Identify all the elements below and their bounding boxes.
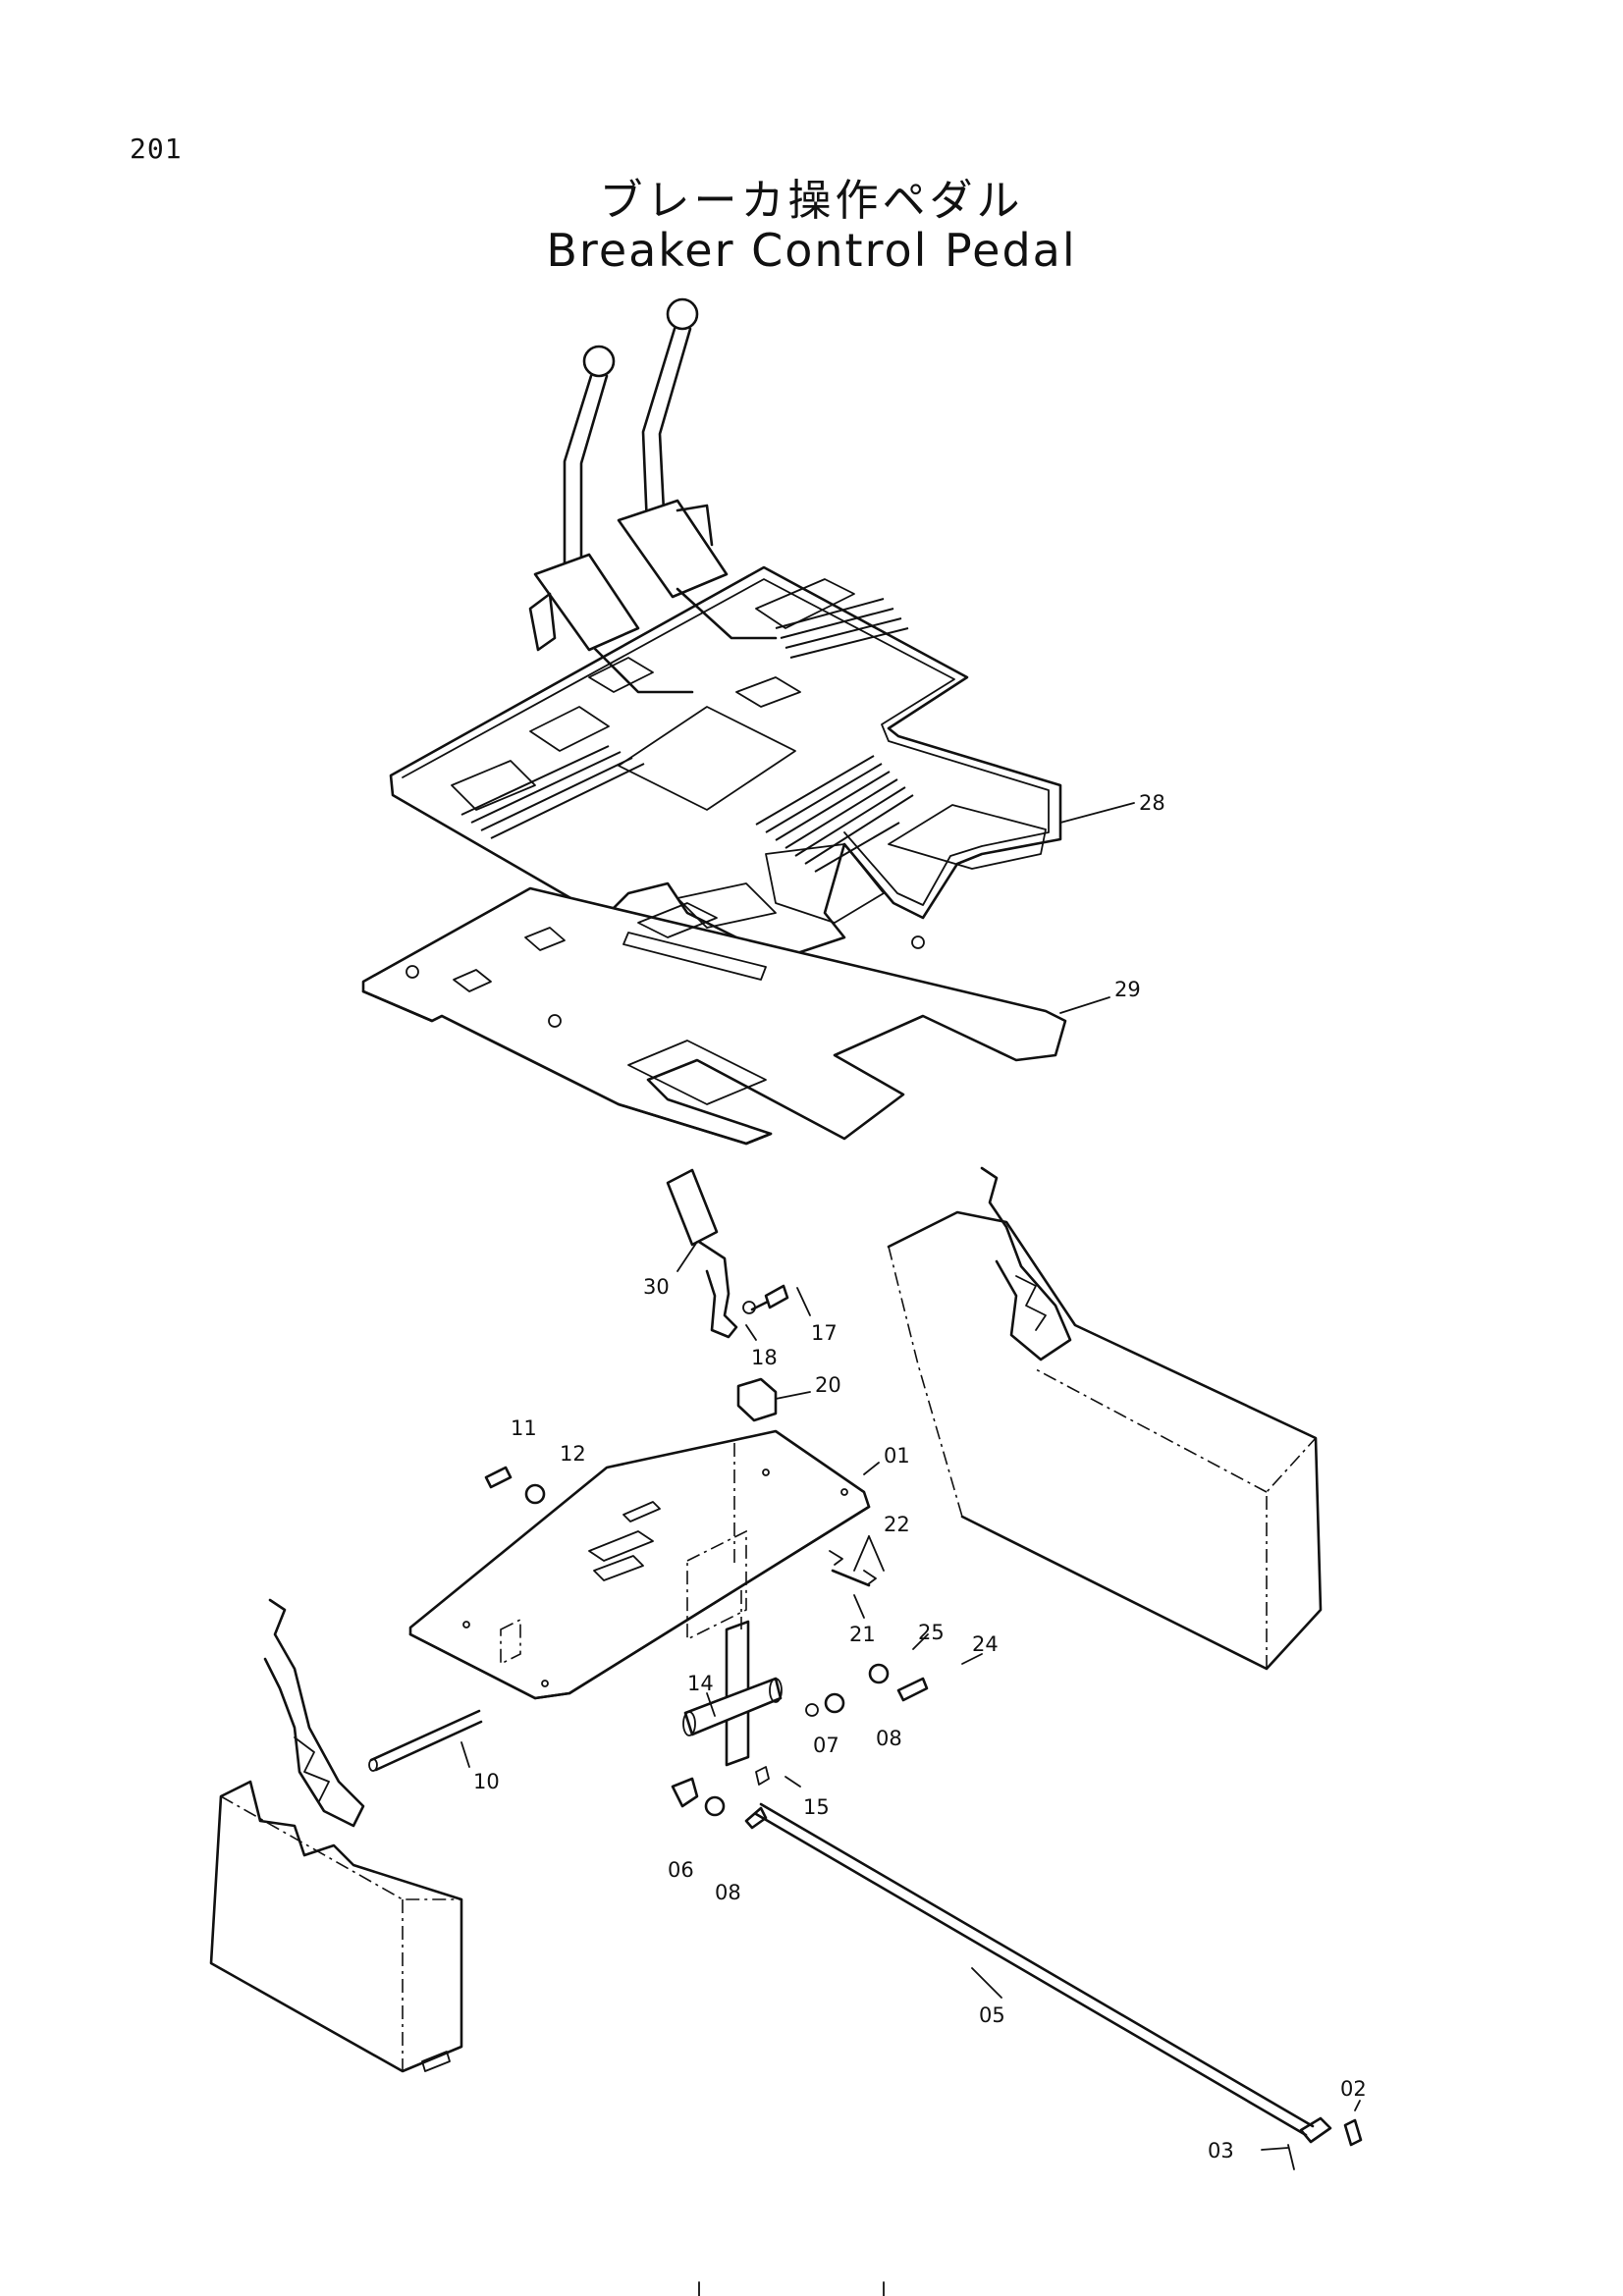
- stay-part-20: [733, 1377, 778, 1563]
- floor-mat-part-28: [389, 565, 1062, 959]
- callout-12: 12: [560, 1442, 586, 1466]
- callout-02: 02: [1340, 2077, 1367, 2101]
- callout-14: 14: [687, 1672, 714, 1695]
- callout-10: 10: [473, 1770, 500, 1793]
- callout-15: 15: [803, 1795, 830, 1819]
- callout-08-upper: 08: [876, 1727, 902, 1750]
- right-side-console: [887, 1166, 1323, 1671]
- title-english: Breaker Control Pedal: [546, 224, 1077, 277]
- cable-part-05: [744, 1802, 1332, 2144]
- callout-24: 24: [972, 1632, 999, 1656]
- floor-plate-part-29: [361, 882, 1067, 1146]
- callout-21: 21: [849, 1623, 876, 1646]
- callout-25: 25: [918, 1621, 945, 1644]
- pedal-part-30: [666, 1168, 738, 1339]
- callout-11: 11: [511, 1416, 537, 1440]
- callout-22: 22: [884, 1513, 910, 1536]
- fasteners: [484, 1284, 1363, 2170]
- callout-labels: 28 29 30 18 17 20 11 12 01 22 21 25 24 1…: [473, 791, 1367, 2163]
- lever-part-14: [682, 1590, 783, 1767]
- callout-05: 05: [979, 2003, 1005, 2027]
- callout-30: 30: [643, 1275, 670, 1299]
- left-side-console: [209, 1598, 463, 2073]
- title-japanese: ブレーカ操作ペダル: [599, 176, 1024, 226]
- base-plate-part-01: [408, 1429, 871, 1700]
- page-number: 201: [130, 133, 183, 165]
- scan-edge-marks: [698, 2281, 885, 2296]
- rod-part-10: [368, 1709, 483, 1772]
- callout-06: 06: [668, 1858, 694, 1882]
- callout-03: 03: [1208, 2139, 1234, 2163]
- callout-01: 01: [884, 1444, 910, 1468]
- callout-28: 28: [1139, 791, 1165, 815]
- leader-lines: [460, 802, 1361, 2151]
- callout-17: 17: [811, 1321, 838, 1345]
- upper-control-levers: [528, 297, 778, 694]
- callout-20: 20: [815, 1373, 841, 1397]
- callout-29: 29: [1114, 978, 1141, 1001]
- callout-07: 07: [813, 1734, 839, 1757]
- callout-18: 18: [751, 1346, 778, 1369]
- callout-08-lower: 08: [715, 1881, 741, 1904]
